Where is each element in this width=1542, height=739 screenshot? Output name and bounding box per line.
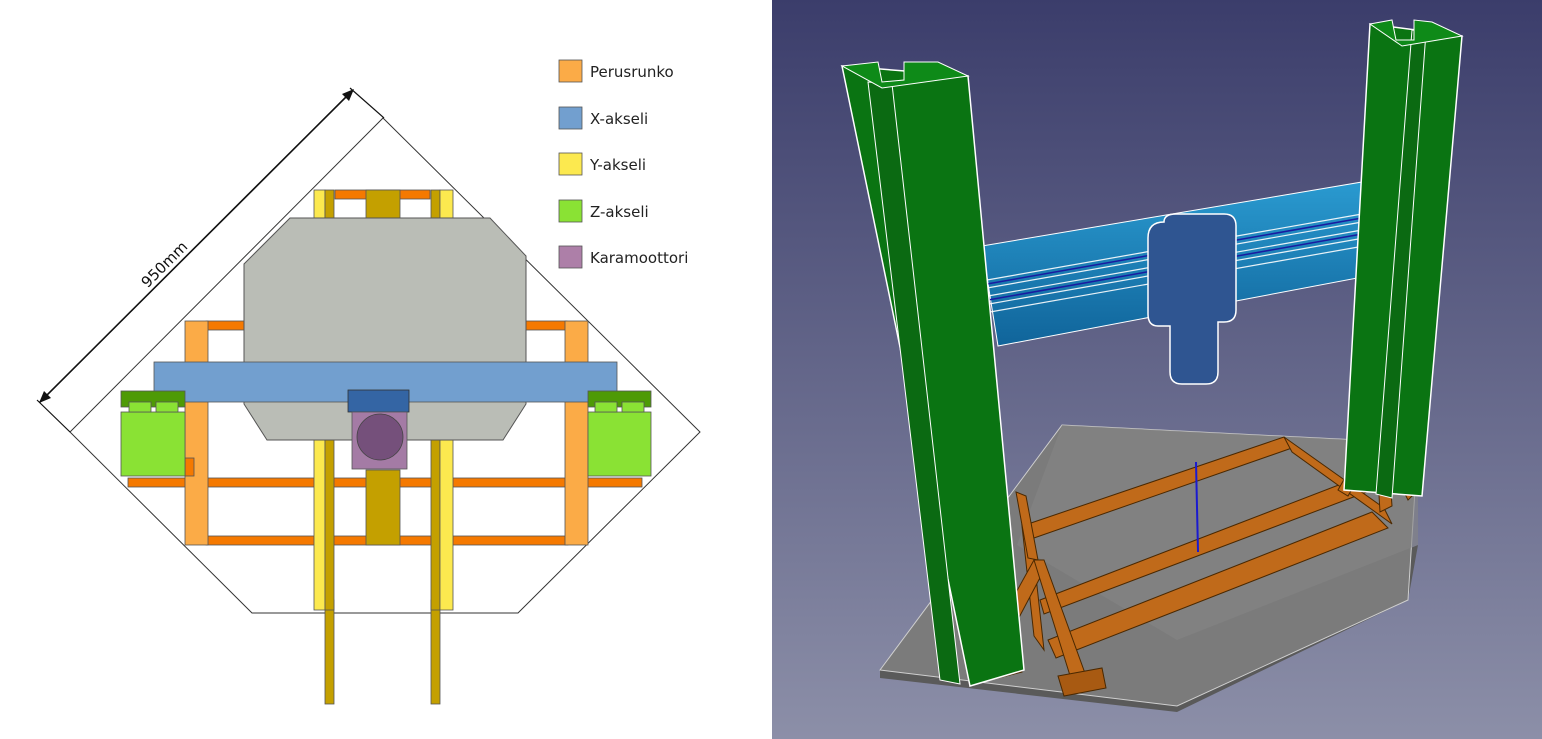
- y-screw-bottom: [365, 469, 401, 546]
- legend-label: X-akseli: [590, 110, 648, 128]
- z-clamp-left-2: [155, 401, 179, 413]
- frame-post-left-tab: [184, 457, 195, 477]
- dimension-arrow-bottom: [39, 391, 51, 403]
- render-spindle-line: [1195, 461, 1199, 553]
- dimension-arrow-top: [342, 89, 354, 101]
- y-shaft-right-lower: [430, 599, 441, 705]
- render-wood-bar-front: [1047, 511, 1389, 659]
- dimension-label: 950mm: [138, 238, 192, 292]
- z-clamp-right-2: [621, 401, 645, 413]
- y-shaft-left-lower: [324, 599, 335, 705]
- spindle-face: [356, 413, 404, 461]
- legend-item: Z-akseli: [558, 199, 649, 223]
- frame-bar-upper-right: [524, 320, 568, 331]
- legend-item: Karamoottori: [558, 245, 688, 269]
- frame-bar-upper-left: [205, 320, 247, 331]
- legend-label: Karamoottori: [590, 249, 688, 267]
- z-block-right: [587, 411, 652, 477]
- z-clamp-right-1: [594, 401, 618, 413]
- legend-label: Perusrunko: [590, 63, 674, 81]
- legend-swatch: [558, 59, 583, 83]
- render-z-upright-left-top: [840, 61, 970, 89]
- legend-item: Y-akseli: [558, 152, 646, 176]
- render-z-upright-right-top: [1368, 19, 1464, 47]
- legend-swatch: [558, 245, 583, 269]
- legend-swatch: [558, 152, 583, 176]
- y-screw-top: [365, 189, 401, 221]
- legend-label: Z-akseli: [590, 203, 649, 221]
- 3d-render: [772, 0, 1542, 739]
- dimension-line: [36, 87, 385, 433]
- top-view-schematic: 950mm: [36, 59, 701, 705]
- render-x-carriage: [1147, 213, 1237, 385]
- frame-post-right: [564, 320, 589, 546]
- legend-item: Perusrunko: [558, 59, 674, 83]
- x-carriage: [347, 389, 410, 413]
- legend-item: X-akseli: [558, 106, 648, 130]
- legend-swatch: [558, 199, 583, 223]
- legend-label: Y-akseli: [589, 156, 646, 174]
- frame-post-left: [184, 320, 209, 546]
- legend: Perusrunko X-akseli Y-akseli Z-akseli Ka…: [558, 59, 688, 269]
- z-clamp-left-1: [128, 401, 152, 413]
- legend-swatch: [558, 106, 583, 130]
- render-wood-foot-right: [1057, 667, 1107, 697]
- z-block-left: [120, 411, 186, 477]
